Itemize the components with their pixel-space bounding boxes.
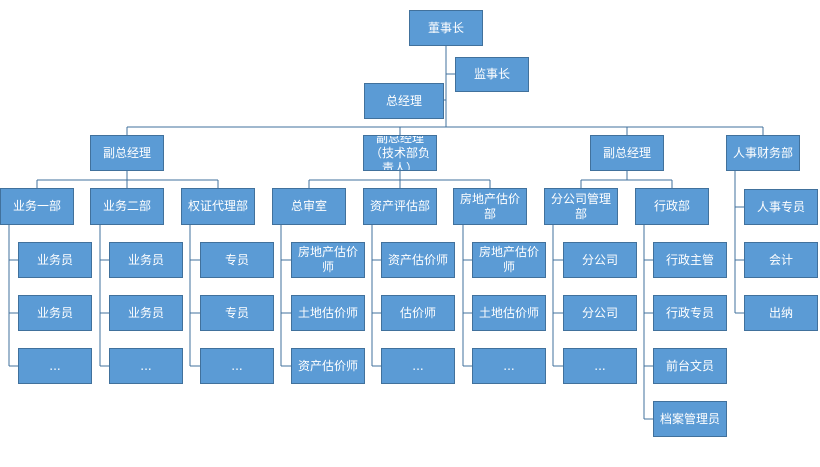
department-label: 业务一部: [12, 199, 61, 213]
staff-label: 业务员: [127, 252, 164, 267]
staff-label: ...: [412, 358, 424, 373]
staff-box: ...: [472, 348, 546, 384]
staff-label: ...: [140, 358, 152, 373]
staff-label: 行政主管: [665, 252, 714, 267]
staff-label: 土地估价师: [297, 305, 358, 320]
department-label: 总审室: [290, 199, 327, 213]
department-box: 业务一部: [0, 188, 74, 225]
staff-label: 业务员: [36, 305, 73, 320]
deputy-label: 副总经理（技术部负责人）: [369, 135, 430, 171]
department-box: 分公司管理部: [544, 188, 618, 225]
staff-label: 业务员: [36, 252, 73, 267]
department-label: 分公司管理部: [550, 191, 611, 221]
staff-label: 分公司: [581, 252, 618, 267]
staff-box: 专员: [200, 295, 274, 331]
general-manager-label: 总经理: [385, 93, 422, 108]
staff-box: 资产估价师: [291, 348, 365, 384]
deputy-box: 副总经理: [90, 135, 164, 171]
department-box: 总审室: [272, 188, 346, 225]
staff-box: 土地估价师: [472, 295, 546, 331]
staff-label: 业务员: [127, 305, 164, 320]
department-label: 权证代理部: [187, 199, 248, 213]
staff-box: 业务员: [109, 242, 183, 278]
staff-label: 房地产估价师: [478, 245, 539, 274]
staff-box: 人事专员: [744, 189, 818, 225]
supervisor-label: 监事长: [473, 67, 510, 81]
deputy-label: 副总经理: [602, 145, 651, 160]
department-label: 人事财务部: [732, 145, 793, 160]
general-manager-box: 总经理: [364, 83, 444, 119]
staff-box: 房地产估价师: [291, 242, 365, 278]
staff-box: 行政专员: [653, 295, 727, 331]
chairman-label: 董事长: [427, 20, 464, 35]
staff-label: 人事专员: [756, 199, 805, 214]
staff-label: ...: [594, 358, 606, 373]
staff-label: 出纳: [768, 305, 793, 320]
staff-box: 专员: [200, 242, 274, 278]
department-label: 房地产估价部: [459, 191, 520, 221]
staff-box: 估价师: [381, 295, 455, 331]
staff-label: 档案管理员: [659, 411, 720, 426]
chairman-box: 董事长: [409, 10, 483, 46]
staff-box: 房地产估价师: [472, 242, 546, 278]
department-box: 权证代理部: [181, 188, 255, 225]
staff-label: 资产估价师: [297, 358, 358, 373]
staff-label: 前台文员: [665, 358, 714, 373]
staff-box: 分公司: [563, 242, 637, 278]
staff-label: ...: [231, 358, 243, 373]
staff-box: 档案管理员: [653, 401, 727, 437]
staff-box: 业务员: [18, 295, 92, 331]
staff-label: 资产估价师: [387, 252, 448, 267]
staff-label: 分公司: [581, 305, 618, 320]
staff-box: 前台文员: [653, 348, 727, 384]
staff-label: 土地估价师: [478, 305, 539, 320]
staff-box: 行政主管: [653, 242, 727, 278]
staff-box: 分公司: [563, 295, 637, 331]
staff-label: ...: [49, 358, 61, 373]
department-box: 资产评估部: [363, 188, 437, 225]
supervisor-box: 监事长: [455, 57, 529, 92]
staff-box: 业务员: [109, 295, 183, 331]
staff-label: 估价师: [399, 305, 436, 320]
staff-label: 行政专员: [665, 305, 714, 320]
staff-box: ...: [381, 348, 455, 384]
staff-box: 会计: [744, 242, 818, 278]
staff-box: ...: [200, 348, 274, 384]
department-label: 行政部: [653, 199, 690, 213]
department-label: 资产评估部: [369, 199, 430, 213]
hr-finance-box: 人事财务部: [726, 135, 800, 171]
staff-box: 出纳: [744, 295, 818, 331]
department-box: 业务二部: [90, 188, 164, 225]
staff-label: 房地产估价师: [297, 245, 358, 274]
department-box: 房地产估价部: [453, 188, 527, 225]
deputy-label: 副总经理: [102, 145, 151, 160]
staff-box: 业务员: [18, 242, 92, 278]
department-box: 行政部: [635, 188, 709, 225]
staff-box: 土地估价师: [291, 295, 365, 331]
staff-box: ...: [18, 348, 92, 384]
department-label: 业务二部: [102, 199, 151, 213]
staff-label: 专员: [224, 252, 249, 267]
staff-box: ...: [563, 348, 637, 384]
staff-label: 会计: [768, 252, 793, 267]
deputy-tech-box: 副总经理（技术部负责人）: [363, 135, 437, 171]
staff-label: 专员: [224, 305, 249, 320]
staff-box: 资产估价师: [381, 242, 455, 278]
staff-box: ...: [109, 348, 183, 384]
deputy-box: 副总经理: [590, 135, 664, 171]
staff-label: ...: [503, 358, 515, 373]
